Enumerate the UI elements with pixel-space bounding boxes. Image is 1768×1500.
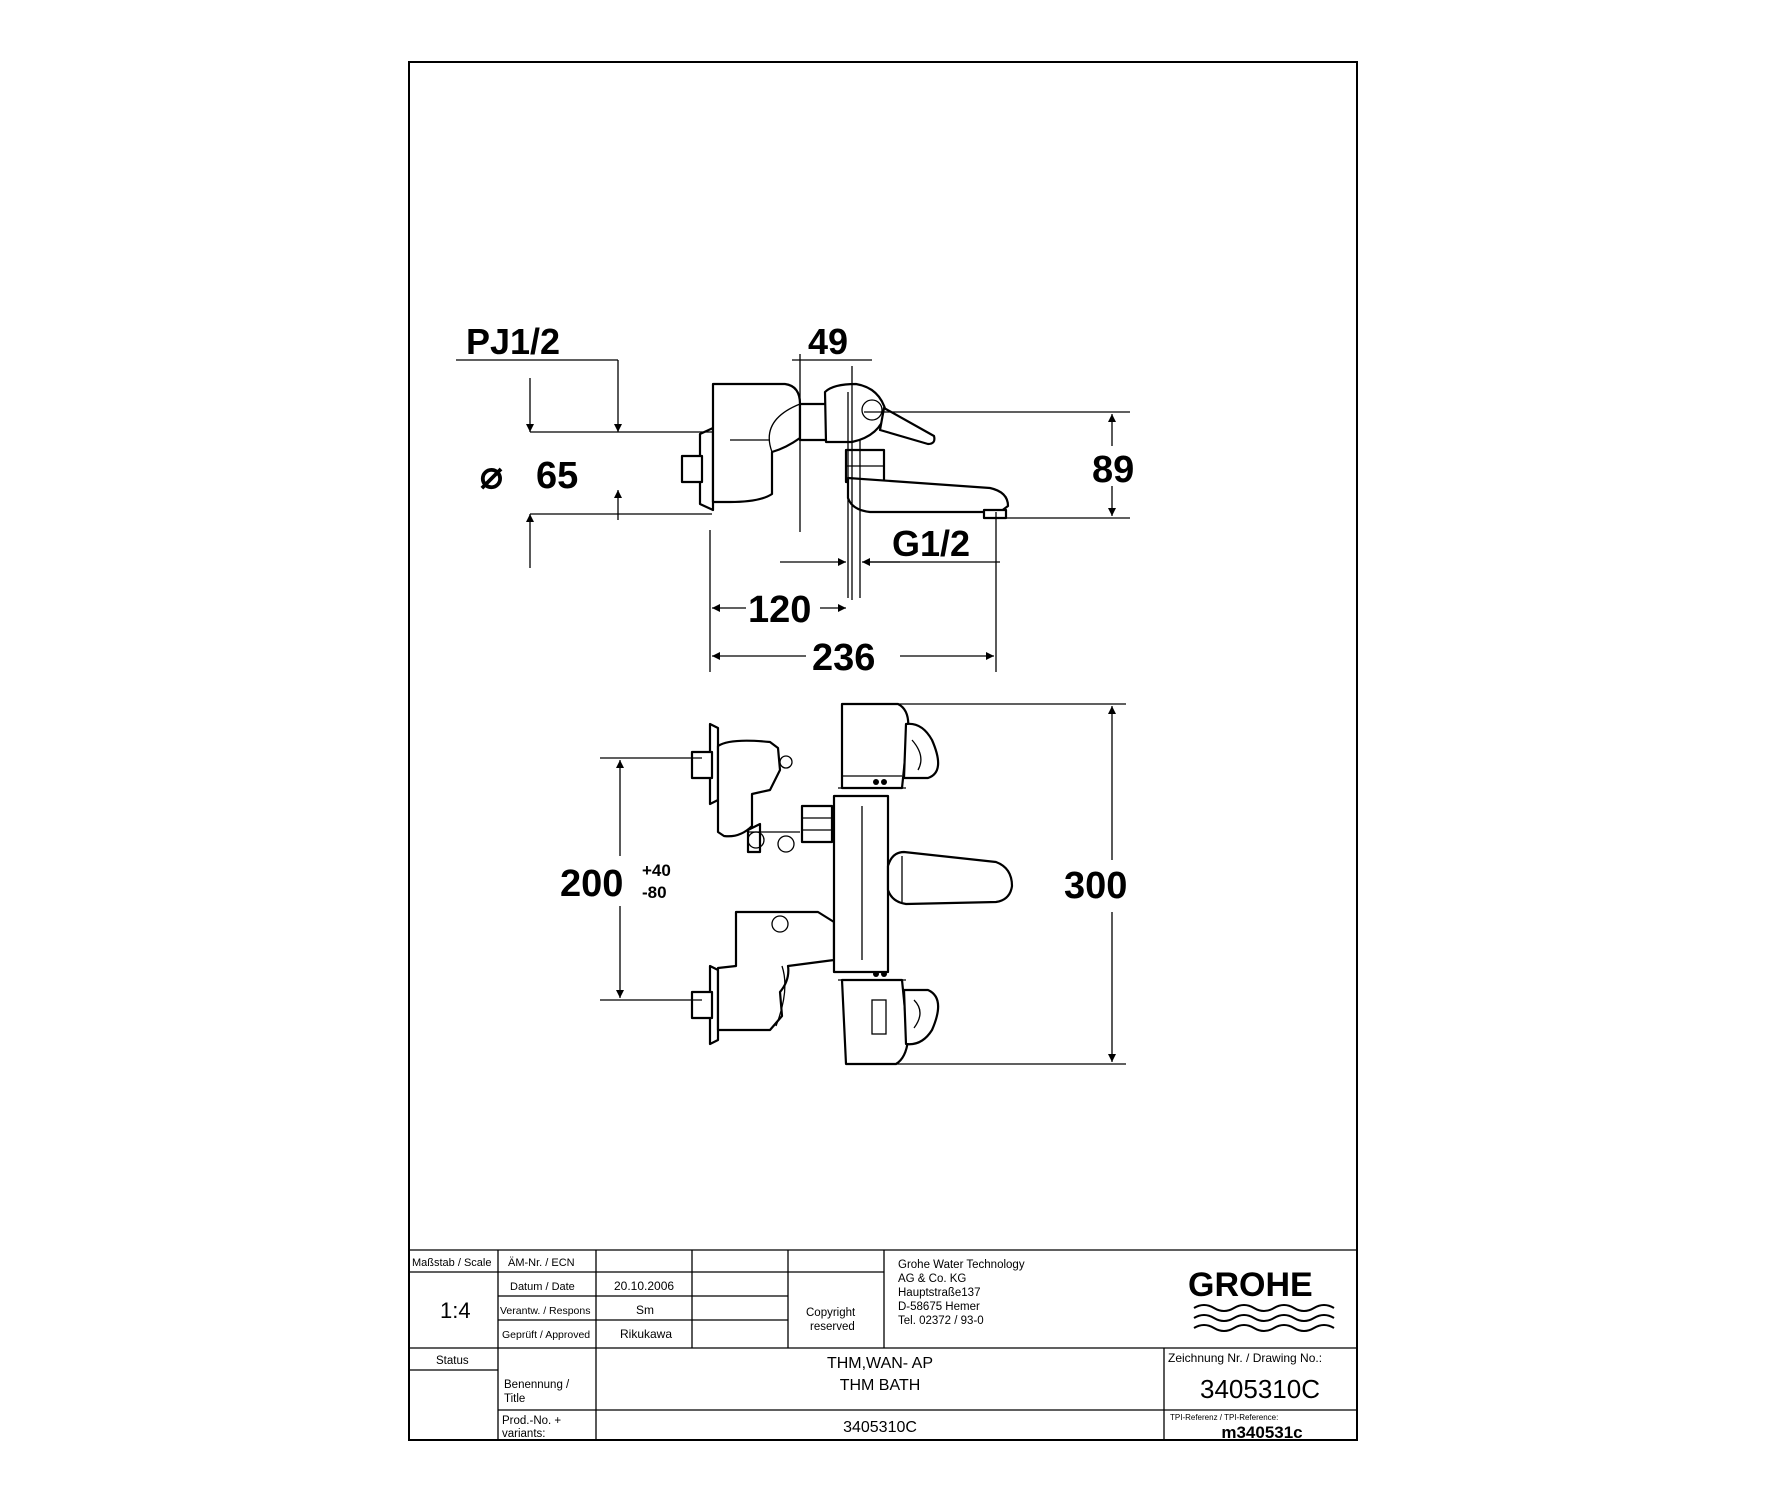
company-line-3: Hauptstraße137 (898, 1287, 980, 1299)
dim-65-label: 65 (536, 455, 578, 497)
grohe-logo: GROHE (1188, 1266, 1335, 1332)
company-line-1: Grohe Water Technology (898, 1259, 1025, 1271)
front-lower-handle (840, 978, 910, 1066)
dim-pj-label: PJ1/2 (466, 321, 560, 362)
prod-label-line-1: Prod.-No. + (502, 1415, 561, 1427)
title-label-line-1: Benennung / (504, 1379, 570, 1391)
copyright-line-2: reserved (810, 1321, 855, 1333)
side-bath-spout (846, 476, 1010, 514)
prod-label-line-2: variants: (502, 1428, 545, 1440)
front-thermostat-body (832, 794, 890, 974)
dim-236-label: 236 (812, 637, 875, 679)
dim-g12-label: G1/2 (892, 523, 970, 564)
responsible-label: Verantw. / Respons (500, 1305, 590, 1317)
drawing-number-label: Zeichnung Nr. / Drawing No.: (1168, 1351, 1322, 1365)
dim-49-label: 49 (808, 321, 848, 362)
company-line-5: Tel. 02372 / 93-0 (898, 1315, 984, 1327)
tpi-reference-value: m340531c (1221, 1423, 1302, 1442)
side-temperature-knob (823, 382, 888, 444)
dim-200-tol-plus: +40 (642, 861, 671, 880)
copyright-line-1: Copyright (806, 1307, 856, 1319)
dim-200-label: 200 (560, 863, 623, 905)
responsible-value: Sm (636, 1303, 654, 1317)
title-line-2: THM BATH (840, 1377, 921, 1394)
tpi-reference-label: TPI-Referenz / TPI-Reference: (1170, 1413, 1278, 1422)
title-line-1: THM,WAN- AP (827, 1355, 933, 1372)
drawing-number-value: 3405310C (1200, 1374, 1320, 1404)
title-label-line-2: Title (504, 1393, 525, 1405)
dim-200-tol-minus: -80 (642, 883, 667, 902)
side-lever (878, 406, 936, 446)
side-view (680, 354, 1010, 600)
title-block: Maßstab / Scale 1:4 ÄM-Nr. / ECN Datum /… (409, 1249, 1357, 1442)
scale-label: Maßstab / Scale (412, 1257, 491, 1269)
side-inlet-nipple (680, 454, 704, 484)
company-line-4: D-58675 Hemer (898, 1301, 980, 1313)
drawing-frame (408, 61, 1358, 1441)
ecn-label: ÄM-Nr. / ECN (508, 1257, 575, 1269)
front-bath-spout (886, 850, 1014, 906)
status-label: Status (436, 1355, 469, 1367)
scale-value: 1:4 (440, 1298, 471, 1323)
dim-120-label: 120 (748, 589, 811, 631)
date-label: Datum / Date (510, 1281, 575, 1293)
company-line-2: AG & Co. KG (898, 1273, 966, 1285)
approved-value: Rikukawa (620, 1327, 672, 1341)
side-view-dimensions: PJ1/2 49 ⌀ 65 89 G1/2 120 236 (456, 321, 1136, 679)
dim-diameter-symbol: ⌀ (480, 455, 503, 497)
side-connection-body (711, 382, 802, 504)
front-view (690, 702, 1014, 1066)
prod-number-value: 3405310C (843, 1419, 917, 1436)
dim-89-label: 89 (1092, 449, 1134, 491)
approved-label: Geprüft / Approved (502, 1329, 590, 1341)
front-lower-connection (716, 910, 836, 1032)
date-value: 20.10.2006 (614, 1279, 674, 1293)
dim-300-label: 300 (1064, 865, 1127, 907)
front-view-dimensions: 200 +40 -80 300 (556, 703, 1134, 1065)
grohe-brand-text: GROHE (1188, 1266, 1313, 1304)
front-upper-connection (716, 739, 782, 838)
